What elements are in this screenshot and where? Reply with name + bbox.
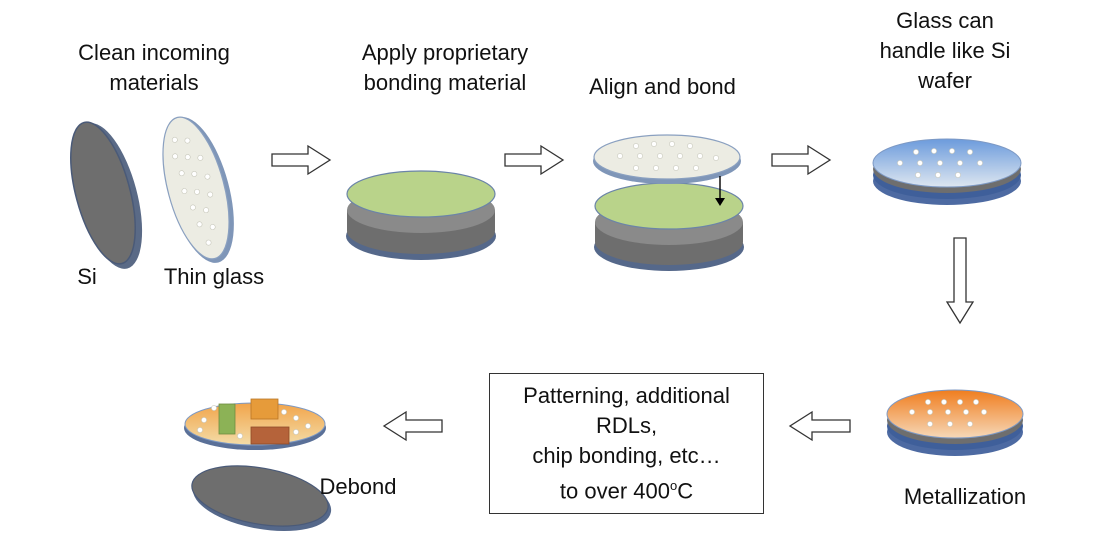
chip-brown <box>250 426 290 445</box>
debonded-si-wafer <box>191 465 332 532</box>
step-align-label: Align and bond <box>570 72 755 102</box>
si-with-bonding-material <box>346 170 496 260</box>
process-box-line4-suffix: C <box>677 478 694 504</box>
debond-label: Debond <box>319 474 397 499</box>
step-align-line1: Align and bond <box>589 74 736 99</box>
metallization-stack <box>886 389 1024 456</box>
down-arrow-icon <box>945 237 975 325</box>
align-and-bond-stack <box>593 134 744 271</box>
step-glass-handle-label: Glass can handle like Si wafer <box>855 6 1035 96</box>
chip-green <box>218 403 236 435</box>
step-clean-label: Clean incoming materials <box>64 38 244 98</box>
left-arrow-icon <box>788 410 851 442</box>
thin-glass-wafer <box>162 116 234 263</box>
step-glass-handle-line2: handle like Si <box>879 38 1011 63</box>
degree-superscript: o <box>669 477 678 493</box>
si-label: Si <box>77 264 97 289</box>
right-arrow-icon <box>504 144 565 176</box>
debonded-glass-wafer <box>184 398 326 450</box>
left-arrow-icon <box>382 410 443 442</box>
right-arrow-icon <box>771 144 832 176</box>
right-arrow-icon <box>271 144 332 176</box>
step-glass-handle-line3: wafer <box>918 68 972 93</box>
metallization-label: Metallization <box>903 484 1027 509</box>
step-clean-line1: Clean incoming <box>78 40 230 65</box>
process-box-line1: Patterning, additional <box>523 382 730 408</box>
process-box-line2: RDLs, <box>595 412 658 438</box>
process-box-line3: chip bonding, etc… <box>532 442 721 468</box>
process-box: Patterning, additional RDLs, chip bondin… <box>489 373 764 514</box>
step-apply-label: Apply proprietary bonding material <box>340 38 550 98</box>
thin-glass-label: Thin glass <box>163 264 265 289</box>
step-clean-line2: materials <box>109 70 199 95</box>
chip-orange <box>250 398 279 420</box>
step-apply-line2: bonding material <box>363 70 527 95</box>
process-box-line4-prefix: to over 400 <box>559 478 670 504</box>
process-box-line4: to over 400oC <box>560 471 693 506</box>
step-glass-handle-line1: Glass can <box>896 8 994 33</box>
glass-handled-stack <box>872 138 1022 205</box>
step-apply-line1: Apply proprietary <box>361 40 529 65</box>
si-wafer <box>70 121 143 269</box>
